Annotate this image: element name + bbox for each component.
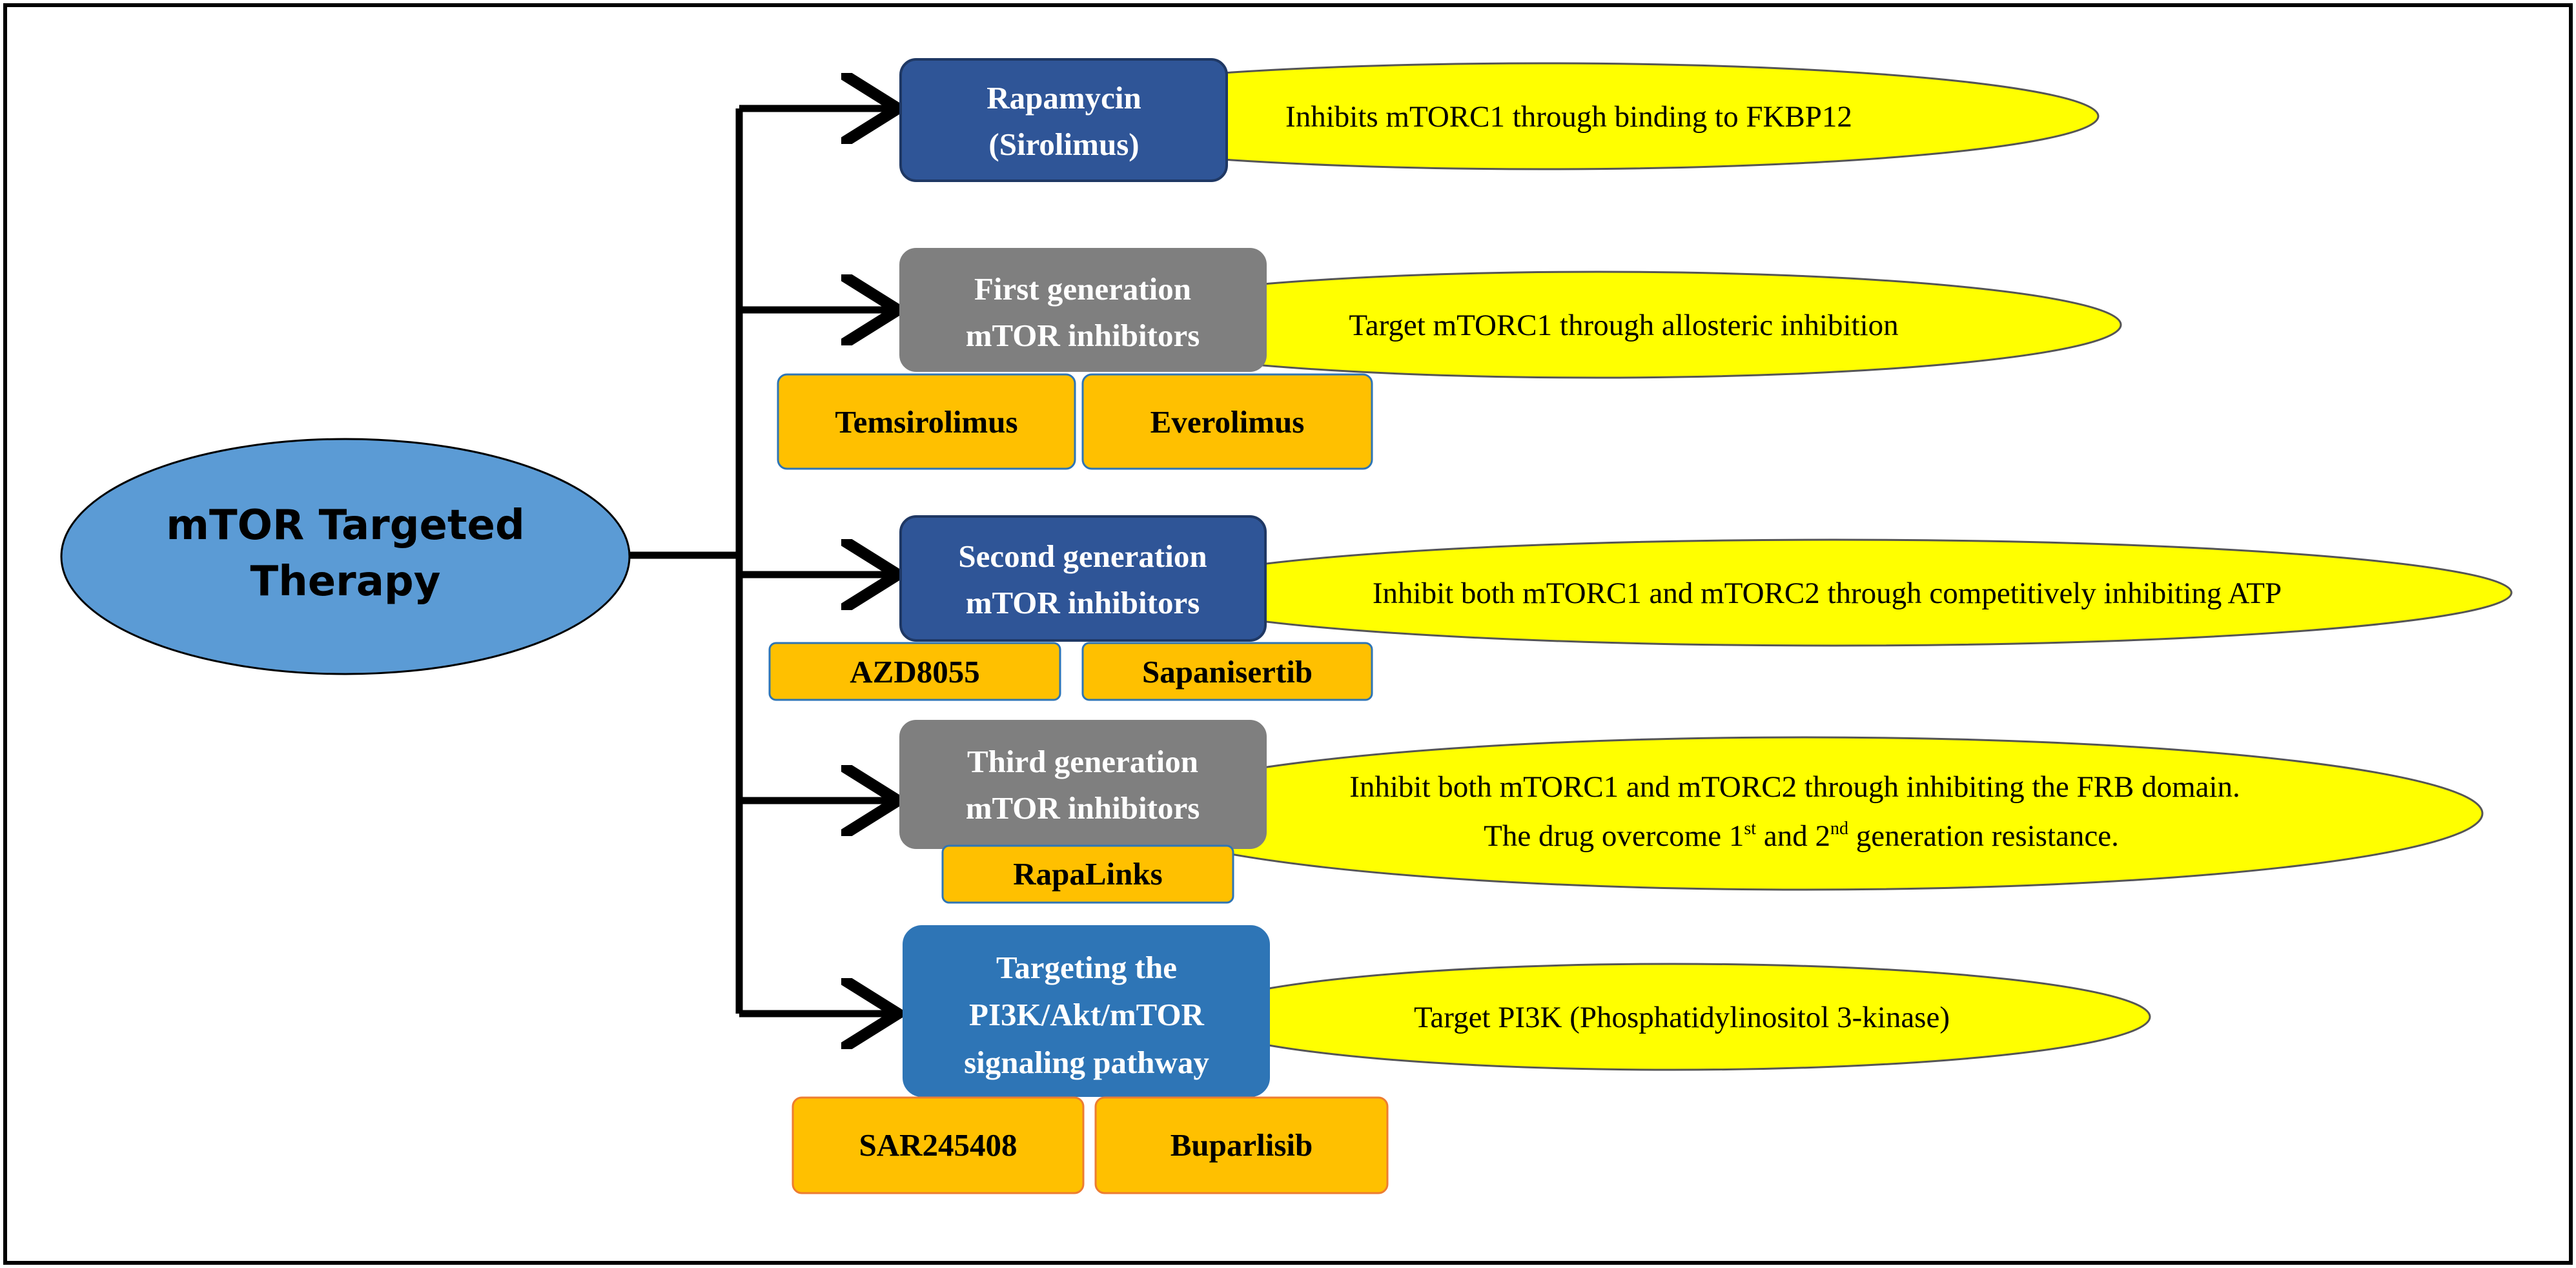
mechanism-ellipses: Inhibits mTORC1 through binding to FKBP1… — [986, 62, 2513, 1071]
category-label-5-line3: signaling pathway — [964, 1045, 1209, 1080]
drug-boxes: Temsirolimus Everolimus AZD8055 Sapanise… — [768, 373, 1389, 1194]
category-box-second-generation — [899, 515, 1267, 642]
category-boxes: Rapamycin (Sirolimus) First generation m… — [899, 58, 1270, 1097]
mechanism-text-2: Target mTORC1 through allosteric inhibit… — [1349, 309, 1898, 342]
root-label-line1: mTOR Targeted — [166, 502, 525, 549]
category-label-3-line2: mTOR inhibitors — [966, 585, 1200, 620]
drug-box-sar245408 — [792, 1096, 1085, 1194]
category-label-1-line1: Rapamycin — [986, 80, 1141, 116]
mechanism-text-5: Target PI3K (Phosphatidylinositol 3-kina… — [1414, 1001, 1950, 1034]
drug-label-sar245408: SAR245408 — [859, 1127, 1017, 1163]
drug-label-buparlisib: Buparlisib — [1170, 1127, 1313, 1163]
category-box-third-generation — [899, 720, 1267, 849]
drug-box-temsirolimus — [777, 373, 1076, 470]
outer-frame — [3, 3, 2573, 1265]
root-label-line2: Therapy — [250, 558, 441, 606]
category-box-first-generation — [899, 248, 1267, 372]
drug-label-azd8055: AZD8055 — [850, 654, 979, 690]
mechanism-ellipse-4 — [1125, 736, 2484, 891]
mechanism-text-3: Inhibit both mTORC1 and mTORC2 through c… — [1373, 577, 2282, 610]
category-label-4-line2: mTOR inhibitors — [966, 790, 1200, 826]
category-box-pi3k-pathway — [903, 925, 1270, 1097]
category-label-2-line1: First generation — [974, 271, 1191, 307]
mechanism-text-4-line2: The drug overcome 1st and 2nd generation… — [1484, 819, 2119, 853]
connector-lines — [629, 108, 891, 1014]
drug-box-sapanisertib — [1081, 642, 1373, 701]
drug-box-azd8055 — [768, 642, 1061, 701]
mechanism-text-1: Inhibits mTORC1 through binding to FKBP1… — [1285, 100, 1852, 134]
drug-label-rapalinks: RapaLinks — [1013, 856, 1163, 892]
category-box-rapamycin — [899, 58, 1228, 182]
category-label-4-line1: Third generation — [967, 744, 1198, 779]
drug-box-everolimus — [1081, 373, 1373, 470]
drug-box-buparlisib — [1094, 1096, 1389, 1194]
drug-label-sapanisertib: Sapanisertib — [1142, 654, 1313, 690]
drug-label-temsirolimus: Temsirolimus — [835, 404, 1017, 440]
root-node: mTOR Targeted Therapy — [60, 438, 631, 675]
category-label-5-line2: PI3K/Akt/mTOR — [969, 997, 1205, 1032]
mechanism-text-4-line1: Inhibit both mTORC1 and mTORC2 through i… — [1349, 770, 2240, 804]
category-label-5-line1: Targeting the — [996, 950, 1177, 985]
drug-label-everolimus: Everolimus — [1150, 404, 1305, 440]
category-label-1-line2: (Sirolimus) — [988, 127, 1139, 162]
root-ellipse — [60, 438, 631, 675]
category-label-3-line1: Second generation — [958, 538, 1207, 574]
drug-box-rapalinks — [941, 844, 1234, 904]
category-label-2-line2: mTOR inhibitors — [966, 318, 1200, 353]
